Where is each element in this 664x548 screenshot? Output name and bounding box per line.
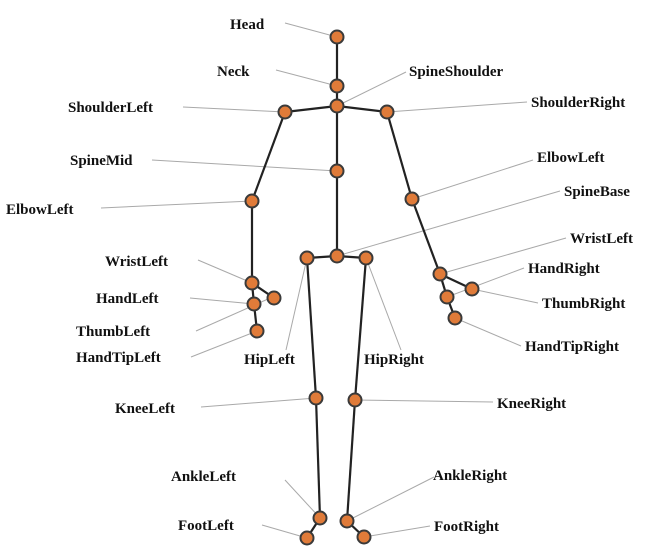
leader-shoulder-left [182, 106, 286, 113]
label-hand-left: HandLeft [96, 291, 159, 307]
leader-spine-mid [151, 159, 338, 172]
leader-spine-shoulder [336, 71, 407, 107]
bone-shoulder-right-elbow [385, 111, 414, 200]
joint-hand-tip-left [249, 323, 265, 339]
bone-elbow-wrist-right-side [410, 198, 442, 275]
label-ankle-right: AnkleRight [433, 468, 507, 484]
joint-knee-right [347, 392, 363, 408]
leader-knee-right [354, 399, 494, 403]
leader-hand-tip-left [190, 330, 258, 358]
joint-neck [329, 78, 345, 94]
bone-shoulder-left-elbow-left [250, 111, 287, 202]
joints [244, 29, 480, 546]
joint-wrist-right-side [432, 266, 448, 282]
label-hand-tip-right: HandTipRight [525, 339, 619, 355]
label-elbow-left-right-side: ElbowLeft [537, 150, 605, 166]
leader-ankle-left [284, 479, 321, 519]
leader-head [284, 22, 338, 38]
label-foot-right: FootRight [434, 519, 499, 535]
leader-neck [275, 69, 338, 87]
leader-thumb-right [471, 288, 539, 304]
label-head: Head [230, 17, 265, 33]
label-spine-mid: SpineMid [70, 153, 133, 169]
bone-knee-left-ankle-left [314, 397, 322, 519]
label-spine-shoulder: SpineShoulder [409, 64, 504, 80]
joint-wrist-left [244, 275, 260, 291]
joint-hand-right [439, 289, 455, 305]
leader-wrist-left-right-side [439, 237, 567, 275]
label-hip-left: HipLeft [244, 352, 295, 368]
joint-elbow-right-side [404, 191, 420, 207]
label-knee-right: KneeRight [497, 396, 566, 412]
leader-hand-tip-right [454, 317, 522, 347]
leader-spine-base [336, 190, 561, 257]
joint-knee-left [308, 390, 324, 406]
leader-foot-right [363, 525, 431, 538]
joint-spine-base [329, 248, 345, 264]
joint-hand-left [246, 296, 262, 312]
label-knee-left: KneeLeft [115, 401, 175, 417]
joint-thumb-left [266, 290, 282, 306]
bone-spine-shoulder-shoulder-right [336, 104, 388, 114]
label-spine-base: SpineBase [564, 184, 630, 200]
joint-foot-right [356, 529, 372, 545]
joint-elbow-left [244, 193, 260, 209]
label-hand-right: HandRight [528, 261, 600, 277]
joint-hand-tip-right [447, 310, 463, 326]
joint-shoulder-right [379, 104, 395, 120]
leader-hip-right [365, 257, 402, 351]
joint-hip-right [358, 250, 374, 266]
joint-thumb-right [464, 281, 480, 297]
leader-foot-left [261, 524, 308, 539]
leader-lines [100, 22, 567, 539]
label-thumb-left: ThumbLeft [76, 324, 150, 340]
leader-ankle-right [346, 476, 435, 522]
leader-shoulder-right [386, 101, 528, 113]
label-shoulder-right: ShoulderRight [531, 95, 625, 111]
label-hand-tip-left: HandTipLeft [76, 350, 161, 366]
joint-spine-shoulder [329, 98, 345, 114]
leader-hand-right [446, 267, 525, 298]
label-wrist-left-right-side: WristLeft [570, 231, 633, 247]
joint-head [329, 29, 345, 45]
joint-ankle-left [312, 510, 328, 526]
joint-spine-mid [329, 163, 345, 179]
label-wrist-left: WristLeft [105, 254, 168, 270]
leader-elbow-left [100, 200, 253, 209]
bone-hip-right-knee-right [353, 257, 368, 401]
joint-ankle-right [339, 513, 355, 529]
joint-hip-left [299, 250, 315, 266]
label-foot-left: FootLeft [178, 518, 234, 534]
bone-knee-right-ankle-right [345, 399, 357, 522]
label-neck: Neck [217, 64, 250, 80]
label-hip-right: HipRight [364, 352, 424, 368]
leader-hand-left [189, 297, 255, 305]
label-elbow-left: ElbowLeft [6, 202, 74, 218]
leader-wrist-left [197, 259, 253, 284]
label-thumb-right: ThumbRight [542, 296, 625, 312]
label-ankle-left: AnkleLeft [171, 469, 236, 485]
joint-foot-left [299, 530, 315, 546]
leader-hip-left [285, 257, 308, 351]
joint-shoulder-left [277, 104, 293, 120]
joint-labels: Head Neck SpineShoulder ShoulderLeft Sho… [6, 17, 633, 535]
bone-spine-shoulder-shoulder-left [284, 104, 338, 114]
leader-knee-left [200, 397, 317, 408]
label-shoulder-left: ShoulderLeft [68, 100, 153, 116]
bone-hip-left-knee-left [305, 257, 318, 399]
leader-elbow-left-right-side [411, 159, 534, 200]
